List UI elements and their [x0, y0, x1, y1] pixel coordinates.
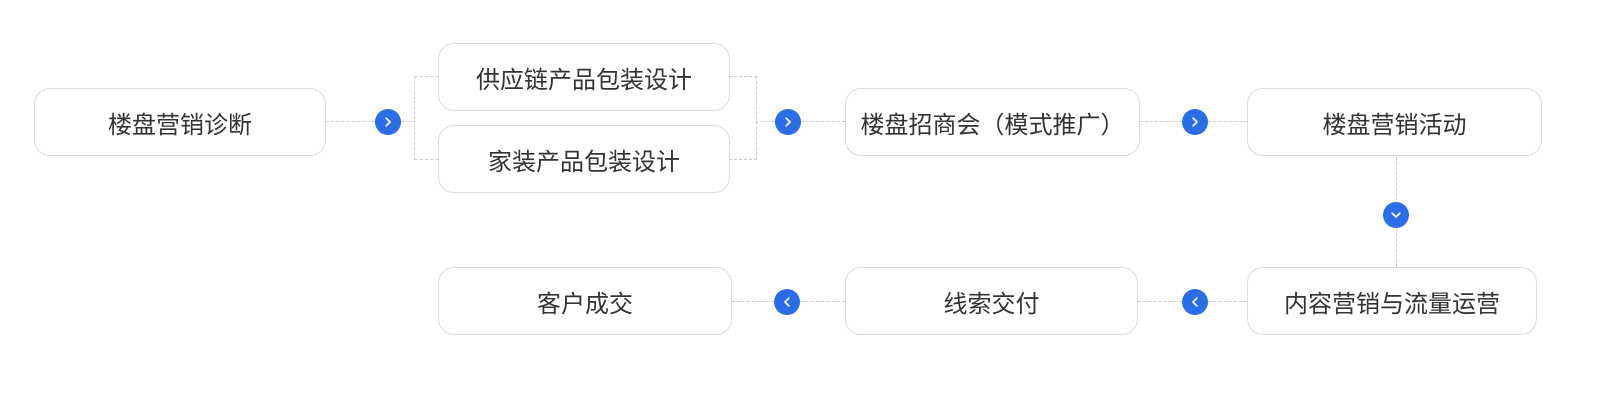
- node-label: 客户成交: [537, 290, 633, 318]
- chevron-right-icon: [385, 117, 391, 127]
- node-label: 楼盘招商会（模式推广）: [860, 111, 1125, 139]
- connector-merge-to-arrow: [755, 121, 775, 122]
- node-label: 家装产品包装设计: [488, 148, 680, 176]
- node-label: 楼盘营销活动: [1322, 111, 1467, 139]
- merge-bracket-right: [729, 76, 757, 160]
- connector-arrow-to-deal: [732, 301, 774, 302]
- flow-arrow-content-to-lead: [1182, 289, 1208, 315]
- node-home-decoration-product-packaging: 家装产品包装设计: [438, 125, 730, 193]
- flow-arrow-campaign-to-content: [1383, 202, 1409, 228]
- connector-lead-to-arrow: [800, 301, 845, 302]
- chevron-down-icon: [1391, 212, 1401, 218]
- connector-arrow-to-fair: [801, 121, 845, 122]
- node-lead-delivery: 线索交付: [845, 267, 1138, 335]
- connector-arrow-to-campaign: [1208, 121, 1247, 122]
- node-content-marketing-traffic-operation: 内容营销与流量运营: [1247, 267, 1537, 335]
- flow-arrow-packaging-to-fair: [775, 109, 801, 135]
- node-property-marketing-diagnosis: 楼盘营销诊断: [34, 88, 326, 156]
- node-property-marketing-campaign: 楼盘营销活动: [1247, 88, 1542, 156]
- flow-arrow-lead-to-deal: [774, 289, 800, 315]
- node-customer-deal: 客户成交: [438, 267, 732, 335]
- node-label: 楼盘营销诊断: [108, 111, 252, 139]
- node-label: 供应链产品包装设计: [476, 66, 692, 94]
- flow-arrow-diagnosis-to-packaging: [375, 109, 401, 135]
- chevron-left-icon: [1192, 297, 1198, 307]
- split-bracket-left: [414, 76, 439, 160]
- node-label: 内容营销与流量运营: [1284, 290, 1500, 318]
- connector-arrow-to-split: [401, 121, 415, 122]
- connector-content-to-arrow: [1208, 301, 1247, 302]
- chevron-left-icon: [784, 297, 790, 307]
- connector-diagnosis-to-arrow: [326, 121, 375, 122]
- flow-arrow-fair-to-campaign: [1182, 109, 1208, 135]
- chevron-right-icon: [785, 117, 791, 127]
- node-property-investment-fair: 楼盘招商会（模式推广）: [845, 88, 1140, 156]
- connector-fair-to-arrow: [1140, 121, 1182, 122]
- chevron-right-icon: [1192, 117, 1198, 127]
- connector-arrow-to-lead: [1138, 301, 1182, 302]
- node-label: 线索交付: [943, 290, 1040, 318]
- node-supply-chain-product-packaging: 供应链产品包装设计: [438, 43, 730, 111]
